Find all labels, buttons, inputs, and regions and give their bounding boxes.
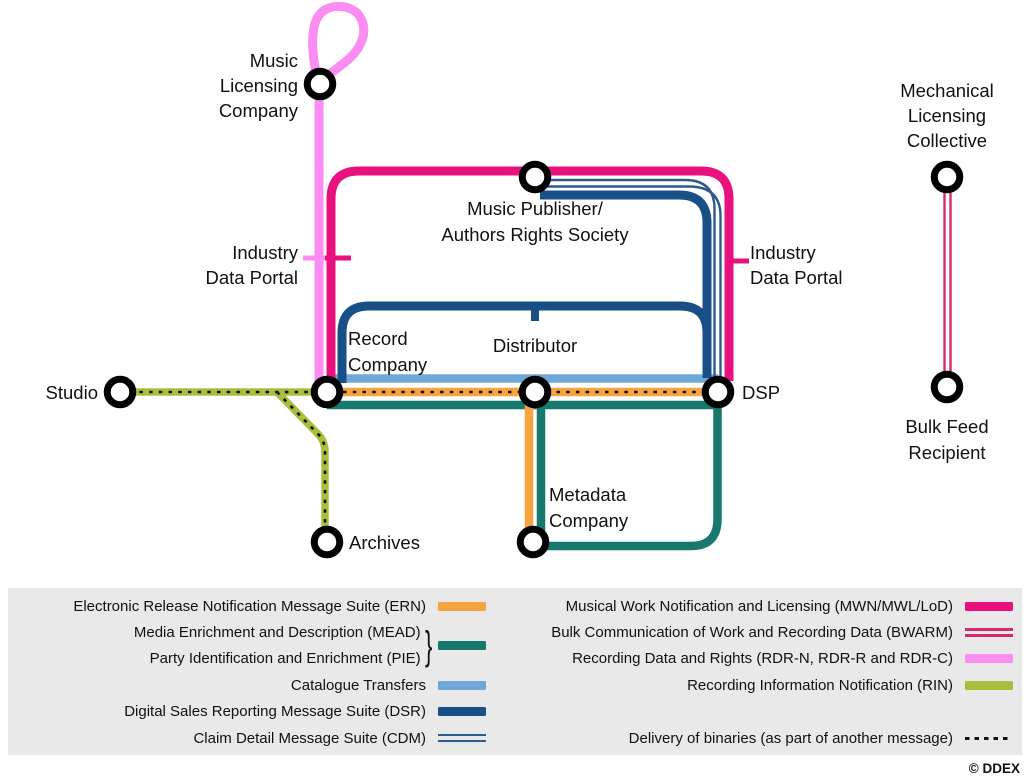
- legend-swatch-dsr: [438, 707, 486, 717]
- node-record-company: [310, 375, 344, 409]
- legend-label: Musical Work Notification and Licensing …: [565, 597, 953, 615]
- swatch-dotted: [965, 736, 1009, 740]
- legend-spacer: [493, 699, 1013, 725]
- node-metadata-company: [516, 525, 550, 559]
- node-distributor: [518, 375, 552, 409]
- swatch-stripe: [965, 634, 1013, 637]
- legend-item-mead-pie: Media Enrichment and Description (MEAD) P…: [8, 619, 486, 672]
- line-dsr-publisher-dsp: [540, 190, 712, 378]
- line-mead-pie-metadata-dsp: [533, 402, 722, 551]
- node-music-licensing-company: [303, 67, 337, 101]
- legend-swatch-mwn: [965, 601, 1013, 611]
- legend-item-cdm: Claim Detail Message Suite (CDM): [8, 725, 486, 751]
- legend-column-left: Electronic Release Notification Message …: [8, 593, 486, 751]
- legend-label: Catalogue Transfers: [290, 676, 426, 694]
- legend-label: Media Enrichment and Description (MEAD): [133, 624, 421, 642]
- node-mechanical-licensing-collective: [930, 160, 964, 194]
- line-cdm-stripe-1: [540, 178, 716, 378]
- legend-swatch-rdr: [965, 654, 1013, 664]
- node-archives: [310, 525, 344, 559]
- legend-label: Recording Information Notification (RIN): [687, 676, 953, 694]
- node-studio: [103, 375, 137, 409]
- label-archives: Archives: [349, 532, 420, 553]
- copyright-notice: © DDEX: [968, 761, 1020, 776]
- legend-label: Claim Detail Message Suite (CDM): [193, 729, 426, 747]
- legend-label: Electronic Release Notification Message …: [73, 597, 426, 615]
- legend-swatch-delivery-of-binaries: [965, 736, 1013, 740]
- swatch-bar: [965, 680, 1013, 690]
- legend-swatch-rin: [965, 680, 1013, 690]
- legend-item-dsr: Digital Sales Reporting Message Suite (D…: [8, 699, 486, 725]
- node-bulk-feed-recipient: [930, 370, 964, 404]
- swatch-bar: [438, 601, 486, 611]
- label-music-publisher: Music Publisher/Authors Rights Society: [441, 198, 629, 245]
- legend-label: Digital Sales Reporting Message Suite (D…: [124, 703, 426, 721]
- label-dsp: DSP: [742, 382, 780, 403]
- legend-item-catalogue-transfers: Catalogue Transfers: [8, 672, 486, 698]
- line-rdr-loop: [308, 1, 369, 81]
- swatch-bar: [965, 654, 1013, 664]
- node-music-publisher: [518, 160, 552, 194]
- swatch-stripe: [965, 628, 1013, 631]
- swatch-stripe: [438, 739, 486, 743]
- legend-item-ern: Electronic Release Notification Message …: [8, 593, 486, 619]
- legend-swatch-mead-pie: [438, 641, 486, 651]
- swatch-bar: [438, 707, 486, 717]
- brace-glyph: }: [424, 623, 432, 668]
- legend-column-right: Musical Work Notification and Licensing …: [493, 593, 1013, 751]
- legend-swatch-ern: [438, 601, 486, 611]
- swatch-bar: [965, 601, 1013, 611]
- legend-item-bwarm: Bulk Communication of Work and Recording…: [493, 619, 1013, 645]
- swatch-stripe: [438, 733, 486, 737]
- line-binaries-overlay-branch: [276, 391, 327, 528]
- label-distributor: Distributor: [493, 335, 577, 356]
- label-studio: Studio: [46, 382, 98, 403]
- legend-group-labels: Media Enrichment and Description (MEAD) P…: [134, 619, 421, 672]
- legend-item-rin: Recording Information Notification (RIN): [493, 672, 1013, 698]
- legend-label: Party Identification and Enrichment (PIE…: [149, 650, 421, 668]
- legend-item-delivery-of-binaries: Delivery of binaries (as part of another…: [493, 725, 1013, 751]
- legend-item-rdr: Recording Data and Rights (RDR-N, RDR-R …: [493, 646, 1013, 672]
- line-rin-branch-archives: [274, 389, 329, 530]
- legend-swatch-bwarm: [965, 628, 1013, 637]
- line-cdm-stripe-2: [540, 185, 722, 378]
- swatch-bar: [438, 680, 486, 690]
- legend-label: Delivery of binaries (as part of another…: [628, 729, 953, 747]
- swatch-bar: [438, 641, 486, 651]
- legend-label: Bulk Communication of Work and Recording…: [551, 624, 953, 642]
- legend-swatch-catalogue-transfers: [438, 680, 486, 690]
- legend-swatch-cdm: [438, 733, 486, 743]
- legend-item-mwn: Musical Work Notification and Licensing …: [493, 593, 1013, 619]
- legend-label: Recording Data and Rights (RDR-N, RDR-R …: [572, 650, 953, 668]
- legend-panel: Electronic Release Notification Message …: [8, 588, 1022, 755]
- node-dsp: [701, 375, 735, 409]
